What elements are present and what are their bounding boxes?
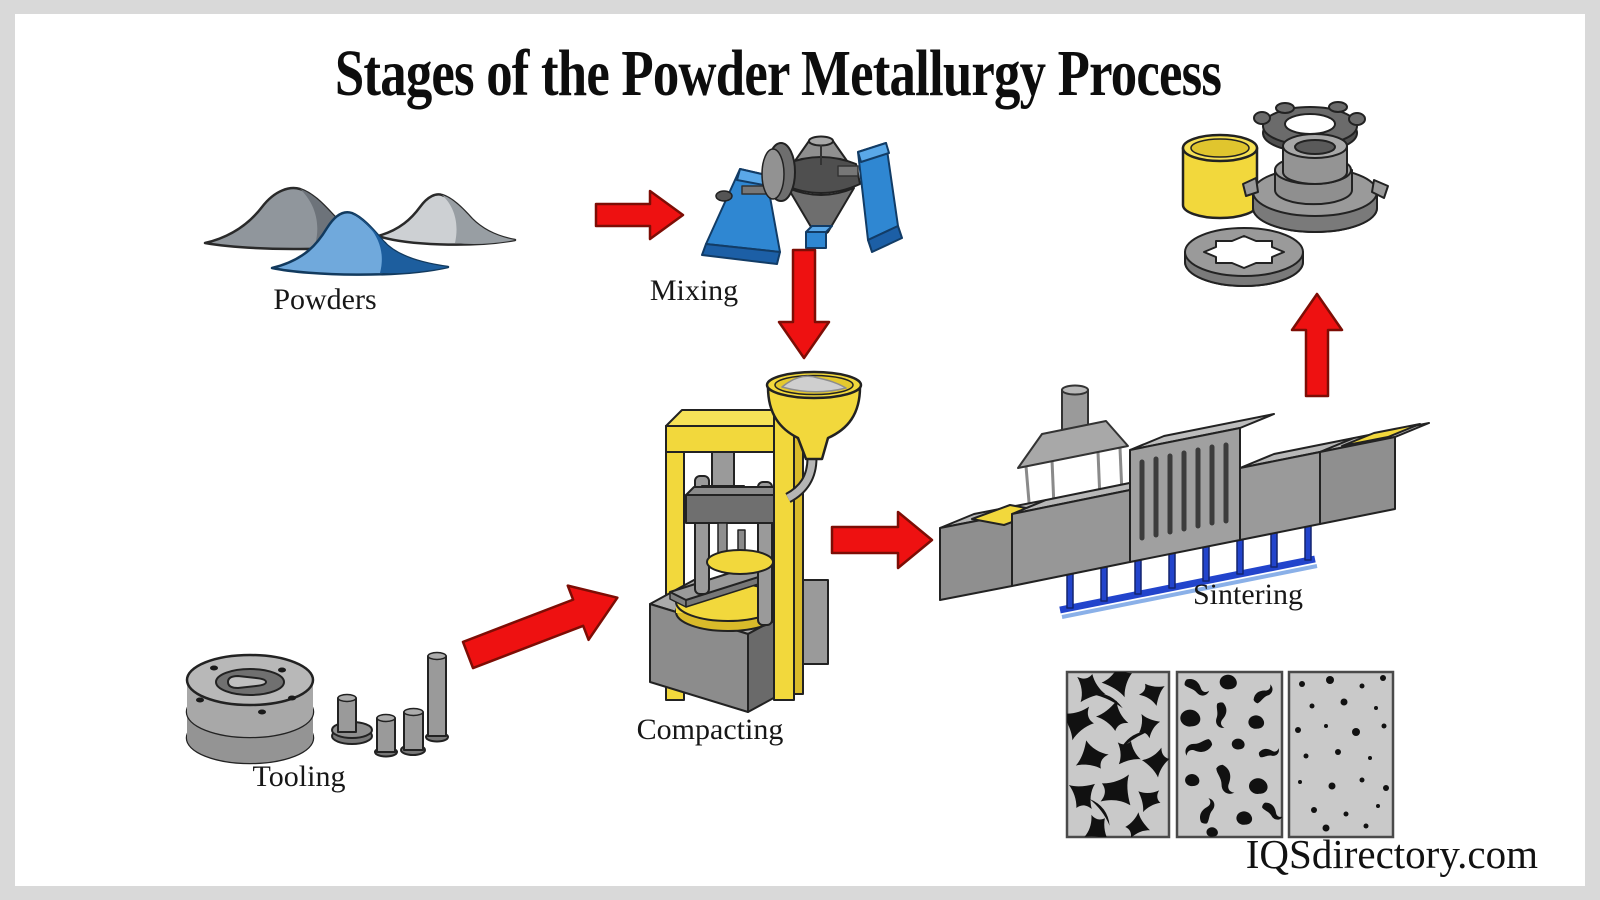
mixer-icon — [701, 135, 903, 265]
flanged-hub-part — [1242, 133, 1389, 233]
sintering-furnace-icon — [939, 384, 1430, 619]
arrow-powders-to-mixing — [594, 189, 685, 241]
compacting-press-icon — [649, 370, 863, 713]
tooling-icon — [185, 651, 449, 765]
microstructure-panel-final — [1287, 670, 1395, 839]
splined-ring-part — [1184, 227, 1304, 287]
arrow-sintering-to-parts — [1290, 292, 1344, 398]
powder-piles-icon — [203, 186, 517, 276]
powders-label: Powders — [273, 283, 377, 316]
arrow-mixing-to-compacting — [777, 248, 831, 360]
mixing-label: Mixing — [649, 274, 739, 307]
press-funnel — [765, 370, 863, 503]
page-title: Stages of the Powder Metallurgy Process — [334, 37, 1222, 110]
compacting-label: Compacting — [636, 713, 784, 746]
arrow-compacting-to-sintering — [830, 510, 934, 570]
tooling-label: Tooling — [252, 760, 346, 793]
watermark: IQSdirectory.com — [1245, 831, 1538, 877]
microstructure-panel-initial — [1065, 670, 1171, 839]
sintering-label: Sintering — [1193, 578, 1303, 611]
arrow-tooling-to-compacting — [461, 584, 619, 670]
finished-parts-icon — [1181, 101, 1389, 287]
microstructure-panel-intermediate — [1175, 670, 1284, 839]
